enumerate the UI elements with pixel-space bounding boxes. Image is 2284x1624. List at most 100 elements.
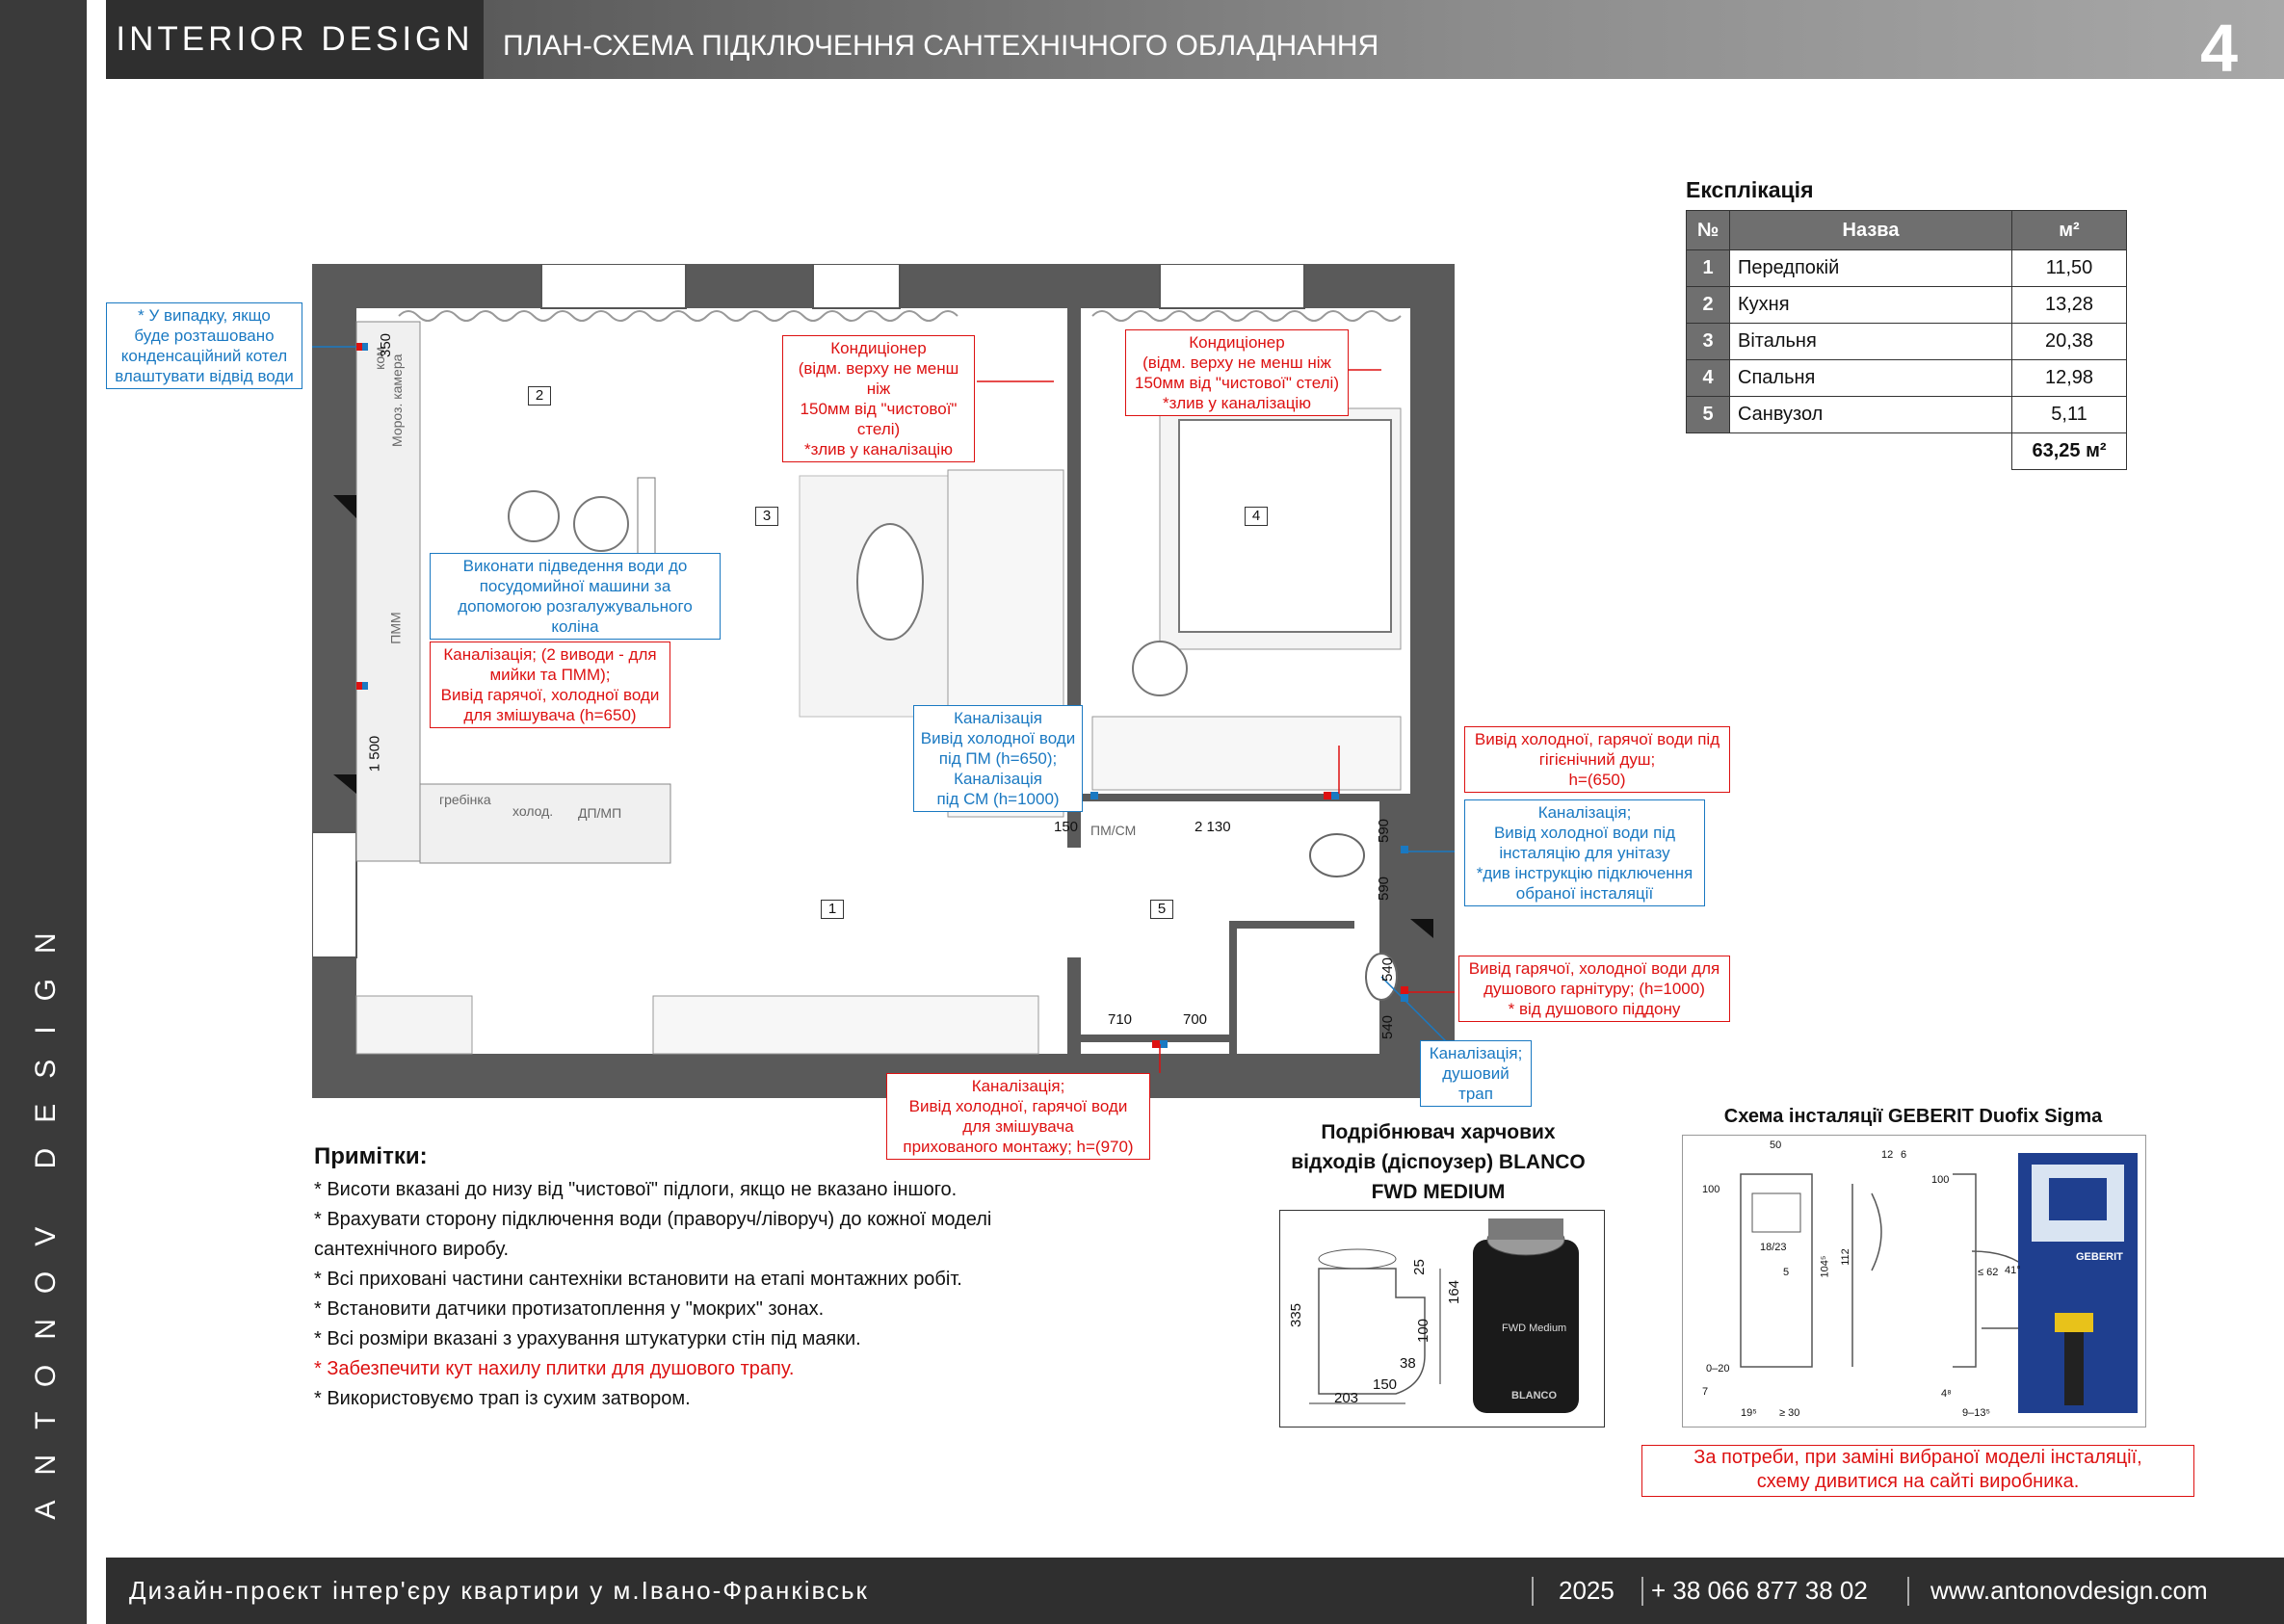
row-name: Кухня bbox=[1729, 286, 2012, 324]
geberit-dim: 5 bbox=[1783, 1267, 1790, 1278]
holod-label: холод. bbox=[512, 803, 554, 819]
geberit-dim: 41° bbox=[2005, 1265, 2021, 1276]
disposer-diagram: FWD Medium BLANCO 25 164 100 38 150 203 … bbox=[1279, 1210, 1605, 1428]
dim-590-b: 590 bbox=[1376, 876, 1393, 902]
note-item-important: * Забезпечити кут нахилу плитки для душо… bbox=[314, 1358, 795, 1379]
disposer-title: Подрібнювач харчових відходів (діспоузер… bbox=[1291, 1121, 1586, 1203]
footer-divider bbox=[1641, 1577, 1643, 1606]
floor-plan: 2 3 4 1 5 ком Мороз. камера ПММ гребінка… bbox=[106, 264, 1730, 1160]
row-area: 5,11 bbox=[2011, 396, 2127, 433]
row-name: Спальня bbox=[1729, 359, 2012, 397]
side-brand-text: ANTONOV DESIGN bbox=[30, 907, 62, 1520]
footer-website[interactable]: www.antonovdesign.com bbox=[1930, 1576, 2208, 1605]
row-number: 3 bbox=[1686, 323, 1730, 360]
geberit-dim: 18/23 bbox=[1760, 1242, 1787, 1253]
footer-phone: + 38 066 877 38 02 bbox=[1651, 1576, 1868, 1605]
disposer-drawing bbox=[1309, 1218, 1579, 1413]
footer-divider bbox=[1907, 1577, 1909, 1606]
note-shower-set: Вивід гарячої, холодної води для душовог… bbox=[1458, 956, 1730, 1022]
note-trap: Каналізація; душовий трап bbox=[1420, 1040, 1532, 1107]
geberit-note: За потреби, при заміні вибраної моделі і… bbox=[1641, 1445, 2194, 1497]
disposer-dim-335: 335 bbox=[1288, 1302, 1305, 1328]
geberit-dim: 112 bbox=[1839, 1248, 1851, 1266]
geberit-dim: 104⁵ bbox=[1819, 1255, 1831, 1278]
geberit-dim: ≤ 62 bbox=[1978, 1267, 1999, 1278]
disposer-model-label: FWD Medium bbox=[1502, 1323, 1567, 1334]
room-number-4: 4 bbox=[1245, 507, 1268, 526]
row-area: 12,98 bbox=[2011, 359, 2127, 397]
room-number-1: 1 bbox=[821, 900, 844, 919]
total-area: 63,25 м² bbox=[2011, 432, 2127, 470]
footer: Дизайн-проєкт інтер'єру квартири у м.Іва… bbox=[106, 1558, 2284, 1624]
footer-divider bbox=[1532, 1577, 1534, 1606]
row-name: Передпокій bbox=[1729, 249, 2012, 287]
col-number-header: № bbox=[1686, 210, 1730, 250]
note-sink: Каналізація; (2 виводи - для мийки та ПМ… bbox=[430, 642, 670, 728]
row-number: 2 bbox=[1686, 286, 1730, 324]
dim-700: 700 bbox=[1183, 1011, 1208, 1028]
note-item: * Встановити датчики протизатоплення у "… bbox=[314, 1298, 825, 1320]
note-item: * Використовуємо трап із сухим затвором. bbox=[314, 1388, 691, 1409]
page-number: 4 bbox=[2200, 11, 2238, 86]
row-number: 1 bbox=[1686, 249, 1730, 287]
note-boiler: * У випадку, якщо буде розташовано конде… bbox=[106, 302, 302, 389]
footer-year: 2025 bbox=[1559, 1576, 1615, 1605]
header-bar: ПЛАН-СХЕМА ПІДКЛЮЧЕННЯ САНТЕХНІЧНОГО ОБЛ… bbox=[484, 0, 2284, 86]
geberit-dim: 12 bbox=[1881, 1149, 1894, 1161]
note-item: * Всі приховані частини сантехніки встан… bbox=[314, 1269, 962, 1290]
header-brand: INTERIOR DESIGN bbox=[106, 0, 484, 79]
geberit-diagram: GEBERIT 50 100 112 104⁵ 18/23 5 0–20 19⁵… bbox=[1682, 1135, 2146, 1428]
dim-2130: 2 130 bbox=[1195, 819, 1231, 835]
disposer-logo: BLANCO bbox=[1511, 1390, 1558, 1401]
row-number: 4 bbox=[1686, 359, 1730, 397]
note-mixer: Каналізація; Вивід холодної, гарячої вод… bbox=[886, 1073, 1150, 1160]
dim-540-b: 540 bbox=[1379, 1014, 1397, 1040]
side-brand-band: ANTONOV DESIGN bbox=[0, 0, 87, 1624]
geberit-dim: 0–20 bbox=[1706, 1363, 1730, 1375]
note-item: * Висоти вказані до низу від "чистової" … bbox=[314, 1179, 958, 1200]
dim-150: 150 bbox=[1054, 819, 1079, 835]
note-dishwasher: Виконати підведення води до посудомийної… bbox=[430, 553, 721, 640]
row-number: 5 bbox=[1686, 396, 1730, 433]
dim-540-a: 540 bbox=[1379, 956, 1397, 982]
geberit-dim: 7 bbox=[1702, 1386, 1709, 1398]
explication-title: Експлікація bbox=[1686, 177, 1814, 202]
disposer-dim-150: 150 bbox=[1373, 1376, 1398, 1393]
dim-350: 350 bbox=[378, 332, 395, 358]
page-title: ПЛАН-СХЕМА ПІДКЛЮЧЕННЯ САНТЕХНІЧНОГО ОБЛ… bbox=[503, 30, 1379, 62]
disposer-dim-164: 164 bbox=[1446, 1279, 1463, 1305]
dishwasher-label: ПММ bbox=[387, 612, 404, 644]
geberit-dim: 4⁸ bbox=[1941, 1388, 1952, 1400]
grebinka-label: гребінка bbox=[439, 792, 491, 807]
note-hygienic-shower: Вивід холодної, гарячої води під гігієні… bbox=[1464, 726, 1730, 793]
footer-project: Дизайн-проєкт інтер'єру квартири у м.Іва… bbox=[129, 1576, 869, 1605]
geberit-dim: 50 bbox=[1770, 1139, 1782, 1151]
disposer-dim-100: 100 bbox=[1415, 1318, 1432, 1344]
col-area-header: м² bbox=[2011, 210, 2127, 250]
notes-list: * Висоти вказані до низу від "чистової" … bbox=[314, 1175, 1046, 1414]
geberit-dim: 9–13⁵ bbox=[1962, 1407, 1991, 1419]
row-name: Вітальня bbox=[1729, 323, 2012, 360]
geberit-dim: ≥ 30 bbox=[1779, 1407, 1800, 1419]
dim-1500: 1 500 bbox=[366, 735, 383, 773]
table-header-row: № Назва м² bbox=[1686, 210, 2127, 250]
col-name-header: Назва bbox=[1729, 210, 2012, 250]
dpmp-label: ДП/МП bbox=[578, 805, 622, 821]
disposer-dim-38: 38 bbox=[1400, 1355, 1416, 1372]
room-number-2: 2 bbox=[528, 386, 551, 406]
geberit-title: Схема інсталяції GEBERIT Duofix Sigma bbox=[1723, 1106, 2103, 1127]
notes-title: Примітки: bbox=[314, 1143, 428, 1169]
dim-590-a: 590 bbox=[1376, 818, 1393, 844]
note-item: * Всі розміри вказані з урахування штука… bbox=[314, 1328, 861, 1349]
table-total-row: 63,25 м² bbox=[1687, 432, 2127, 470]
dim-710: 710 bbox=[1108, 1011, 1133, 1028]
geberit-dim: 19⁵ bbox=[1741, 1407, 1757, 1419]
note-washer: Каналізація Вивід холодної води під ПМ (… bbox=[913, 705, 1083, 812]
note-item: * Врахувати сторону підключення води (пр… bbox=[314, 1209, 992, 1260]
geberit-dim: 100 bbox=[1931, 1174, 1950, 1186]
